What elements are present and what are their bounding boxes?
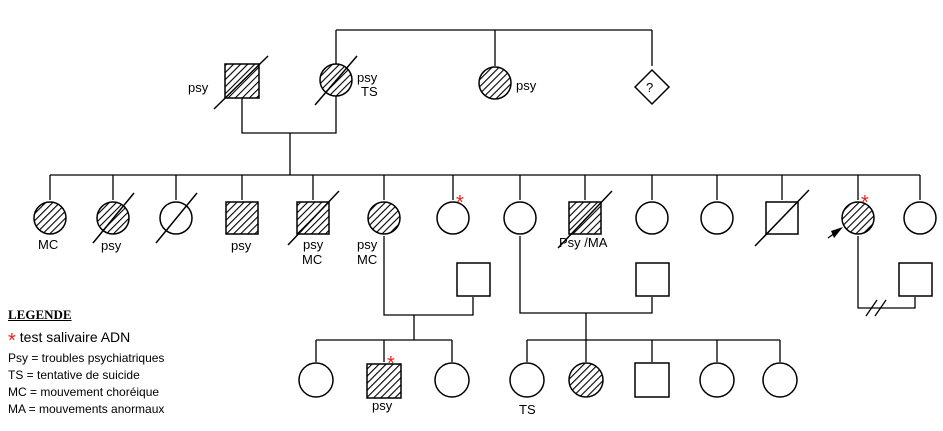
connection-lines: [49, 29, 921, 362]
spouse-of-proband-divorced: [898, 262, 933, 297]
label-sibling-5a: psy: [303, 237, 324, 252]
label-sibling-4: psy: [231, 238, 252, 253]
generation-2: [33, 189, 937, 297]
unknown-mark: ?: [646, 80, 653, 95]
label-grandchild-2: psy: [372, 398, 393, 413]
generation-3-labels: psy TS *: [372, 353, 536, 417]
spouse-of-sibling-8: [635, 262, 670, 297]
legend-row-ts: TS = tentative de suicide: [8, 368, 140, 382]
great-aunt-affected: [478, 66, 512, 100]
legend-row-psy: Psy = troubles psychiatriques: [8, 351, 165, 365]
generation-1: [213, 55, 671, 110]
legend: LEGENDE *test salivaire ADN Psy = troubl…: [8, 306, 164, 418]
generation-2-labels: MC psy psy psy MC psy MC Psy /MA * *: [38, 192, 869, 267]
label-sibling-1: MC: [38, 237, 58, 252]
grandchild-1: [298, 362, 334, 398]
label-grandchild-4: TS: [519, 402, 536, 417]
grandchild-3: [434, 362, 470, 398]
relative-unknown-sex: [633, 68, 671, 106]
grandchild-6: [634, 362, 670, 398]
generation-1-labels: psy psy TS psy ?: [188, 70, 653, 99]
sibling-4-affected: [225, 201, 259, 235]
legend-row-dna-test: *test salivaire ADN: [8, 329, 164, 352]
sibling-1-affected: [33, 201, 67, 235]
grandchild-4: [509, 362, 545, 398]
legend-row-mc: MC = mouvement choréique: [8, 385, 160, 399]
spouse-of-sibling-6: [456, 262, 491, 297]
generation-3: [298, 362, 798, 399]
sibling-14: [903, 201, 937, 235]
proband-arrow-icon: [831, 227, 843, 238]
sibling-13-proband-affected: [841, 201, 875, 235]
dna-test-star-sibling-7: *: [456, 192, 464, 214]
sibling-6-affected: [367, 201, 401, 235]
legend-title: LEGENDE: [8, 307, 72, 322]
label-grandfather: psy: [188, 80, 209, 95]
label-sibling-5b: MC: [302, 252, 322, 267]
label-great-aunt: psy: [516, 78, 537, 93]
label-sibling-6b: MC: [357, 252, 377, 267]
legend-row-ma: MA = mouvements anormaux: [8, 402, 165, 416]
sibling-8: [503, 201, 537, 235]
legend-dna-test-text: test salivaire ADN: [19, 329, 131, 345]
label-sibling-2: psy: [101, 238, 122, 253]
sibling-7-tested: [436, 201, 470, 235]
sibling-10: [635, 201, 669, 235]
sibling-11: [700, 201, 734, 235]
dna-test-star-proband: *: [861, 192, 869, 214]
dna-test-star-grandchild-2: *: [387, 353, 395, 375]
grandchild-2-affected: [366, 363, 402, 399]
grandchild-7: [699, 362, 735, 398]
label-sibling-6a: psy: [357, 237, 378, 252]
grandchild-5-affected: [568, 362, 604, 398]
grandchild-8: [762, 362, 798, 398]
label-grandmother-1: psy: [357, 70, 378, 85]
dna-test-star-icon: *: [8, 330, 16, 352]
label-sibling-9: Psy /MA: [559, 235, 608, 250]
label-grandmother-2: TS: [361, 84, 378, 99]
